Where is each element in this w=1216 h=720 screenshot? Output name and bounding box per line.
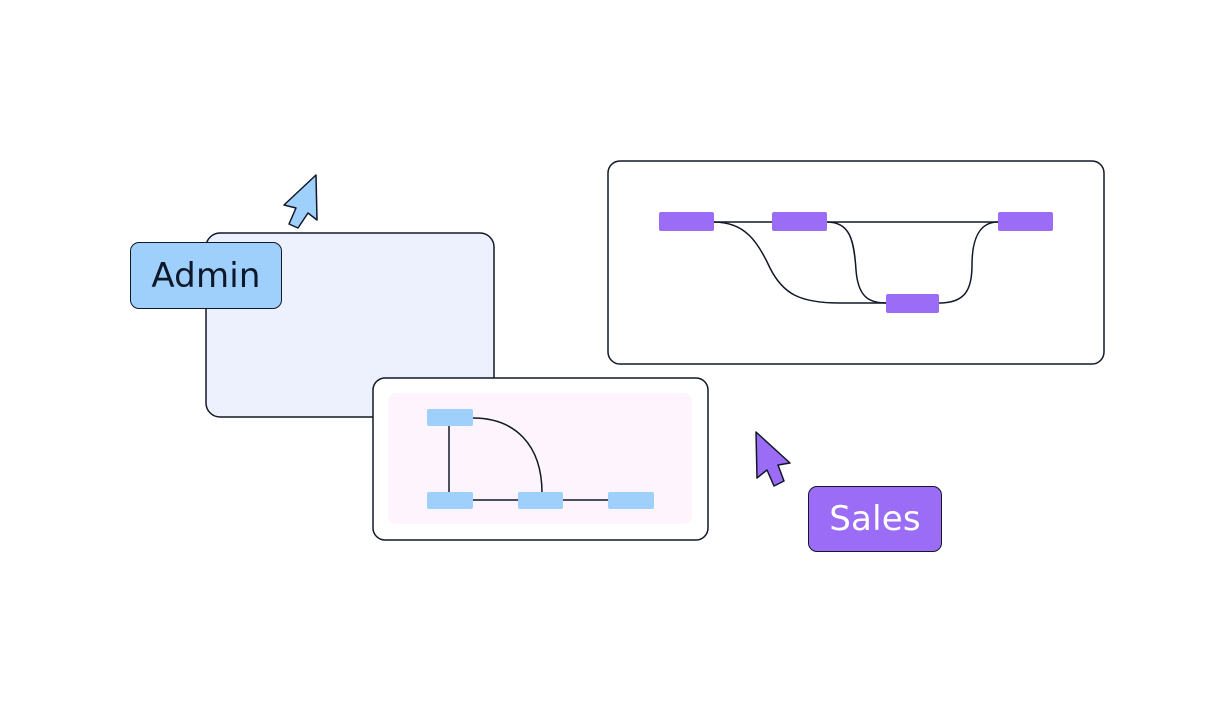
sales-user-label: Sales	[808, 486, 942, 552]
connector-1-bottom	[713, 221, 886, 304]
sales-label-text: Sales	[829, 499, 921, 539]
workflow-connectors	[448, 417, 608, 501]
workflow-node	[659, 212, 714, 231]
admin-workflow-panel	[372, 377, 709, 541]
sales-cursor-icon	[755, 431, 791, 487]
sales-workflow-panel	[607, 160, 1105, 365]
workflow-node	[427, 409, 473, 426]
connector-curve	[472, 417, 543, 494]
workflow-node	[998, 212, 1053, 231]
workflow-node	[772, 212, 827, 231]
workflow-connectors	[713, 221, 999, 304]
connector-4-3	[938, 221, 999, 304]
workflow-node	[608, 492, 654, 509]
admin-label-text: Admin	[151, 255, 261, 296]
workflow-node	[886, 294, 939, 313]
admin-cursor-icon	[283, 174, 318, 229]
admin-user-label: Admin	[130, 242, 282, 309]
connector-2-4	[826, 221, 887, 304]
workflow-node	[427, 492, 473, 509]
workflow-node	[518, 492, 563, 509]
